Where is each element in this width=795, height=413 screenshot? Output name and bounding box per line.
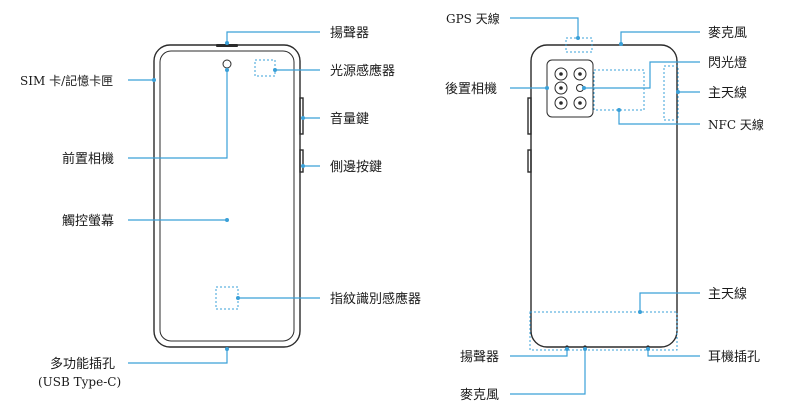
- light-sensor-area: [254, 59, 276, 77]
- label-top-microphone: 麥克風: [708, 25, 747, 41]
- label-rear-camera: 後置相機: [445, 82, 497, 97]
- rear-camera-leader-dot: [545, 86, 549, 90]
- front-screen-outline: [159, 50, 295, 342]
- label-front-speaker: 揚聲器: [330, 25, 369, 41]
- gps-antenna-leader: [510, 17, 579, 38]
- nfc-antenna-area: [593, 69, 645, 111]
- main-antenna-bottom-leader-dot: [638, 310, 642, 314]
- main-antenna-top-area: [663, 65, 679, 121]
- earphone-jack-leader: [647, 349, 700, 357]
- side-key-leader-dot: [301, 164, 305, 168]
- touchscreen-leader-dot: [225, 218, 229, 222]
- bottom-speaker-leader-dot: [565, 347, 569, 351]
- flash-leader-dot: [582, 86, 586, 90]
- rear-lens-5-inner: [578, 101, 582, 105]
- sim-tray-leader-dot: [152, 78, 156, 82]
- nfc-antenna-leader: [618, 110, 700, 125]
- bottom-mic-leader-dot: [583, 347, 587, 351]
- top-mic-leader-dot: [619, 42, 623, 46]
- back-phone-body: [530, 44, 678, 348]
- gps-antenna-leader-dot: [576, 36, 580, 40]
- label-volume-key: 音量鍵: [330, 111, 369, 127]
- rear-lens-4: [554, 96, 568, 110]
- label-bottom-speaker: 揚聲器: [460, 349, 499, 365]
- earphone-jack-leader-dot: [646, 347, 650, 351]
- rear-lens-1-inner: [559, 72, 563, 76]
- volume-key-leader-dot: [301, 116, 305, 120]
- label-gps-antenna: GPS 天線: [446, 11, 500, 26]
- label-side-key: 側邊按鍵: [330, 159, 382, 175]
- front-view: 揚聲器 SIM 卡/記憶卡匣 光源感應器 音量鍵 前置相機 側邊按鍵 觸控螢幕 …: [20, 25, 421, 389]
- rear-lens-5: [573, 96, 587, 110]
- label-sim-tray: SIM 卡/記憶卡匣: [20, 73, 113, 88]
- speaker-leader-dot: [225, 41, 229, 45]
- label-earphone-jack: 耳機插孔: [708, 350, 760, 365]
- back-side-key-upper: [527, 97, 532, 135]
- back-side-key-lower: [527, 149, 532, 173]
- label-flash: 閃光燈: [708, 56, 747, 71]
- side-key-shape: [299, 149, 304, 173]
- fingerprint-area: [215, 286, 239, 310]
- fingerprint-leader-dot: [236, 296, 240, 300]
- nfc-antenna-leader-dot: [617, 108, 621, 112]
- label-light-sensor: 光源感應器: [330, 63, 395, 79]
- light-sensor-leader-dot: [273, 68, 277, 72]
- back-view: GPS 天線 麥克風 閃光燈 後置相機 主天線 NFC 天線 主天線 揚聲器 耳…: [445, 11, 764, 403]
- top-mic-leader: [620, 31, 700, 44]
- front-camera-leader-dot: [225, 68, 229, 72]
- main-antenna-top-leader-dot: [676, 90, 680, 94]
- bottom-mic-leader: [510, 349, 586, 395]
- speaker-leader: [226, 31, 320, 43]
- rear-lens-4-inner: [559, 101, 563, 105]
- multipurpose-jack-leader-dot: [225, 347, 229, 351]
- bottom-antenna-area: [529, 311, 678, 351]
- label-main-antenna-bottom: 主天線: [708, 286, 747, 302]
- front-camera-leader: [128, 70, 228, 159]
- label-main-antenna-top: 主天線: [708, 85, 747, 101]
- main-antenna-bottom-leader: [639, 292, 700, 312]
- label-nfc-antenna: NFC 天線: [708, 117, 764, 132]
- front-speaker-slot: [216, 44, 238, 47]
- label-multipurpose-jack-sub: (USB Type-C): [38, 375, 121, 389]
- front-camera-hole: [222, 59, 232, 69]
- rear-lens-1: [554, 67, 568, 81]
- label-multipurpose-jack: 多功能插孔: [50, 356, 115, 372]
- rear-lens-2-inner: [578, 72, 582, 76]
- rear-lens-2: [573, 67, 587, 81]
- rear-lens-3-inner: [559, 86, 563, 90]
- label-touchscreen: 觸控螢幕: [62, 214, 114, 229]
- label-front-camera: 前置相機: [62, 151, 114, 167]
- flash-leader: [584, 61, 700, 89]
- label-bottom-microphone: 麥克風: [460, 387, 499, 403]
- rear-lens-3: [554, 81, 568, 95]
- label-fingerprint-sensor: 指紋識別感應器: [330, 291, 421, 307]
- volume-key-shape: [299, 97, 304, 135]
- bottom-speaker-leader: [510, 349, 568, 357]
- multipurpose-jack-leader: [128, 349, 228, 364]
